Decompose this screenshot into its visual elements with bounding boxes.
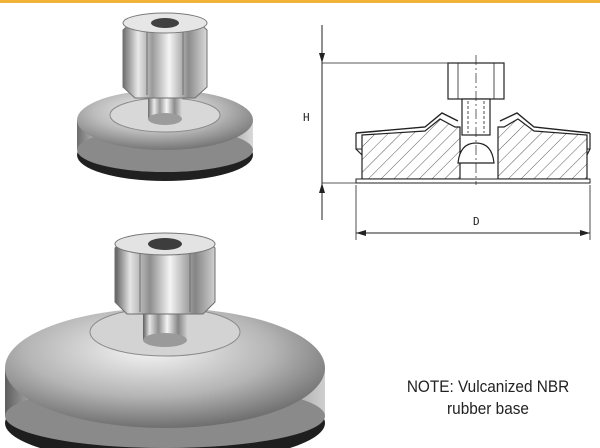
product-photo-large-leveling-foot xyxy=(5,232,325,448)
height-dimension-label: H xyxy=(303,111,310,124)
accent-bar xyxy=(0,0,600,3)
note-line-2: rubber base xyxy=(447,400,529,418)
note-line-1: NOTE: Vulcanized NBR xyxy=(406,378,570,396)
product-photo-small-leveling-foot xyxy=(77,12,253,181)
diameter-dimension-label: D xyxy=(473,215,480,228)
technical-cross-section-drawing: H D xyxy=(303,25,591,240)
note-text: NOTE: Vulcanized NBR rubber base xyxy=(386,376,591,420)
